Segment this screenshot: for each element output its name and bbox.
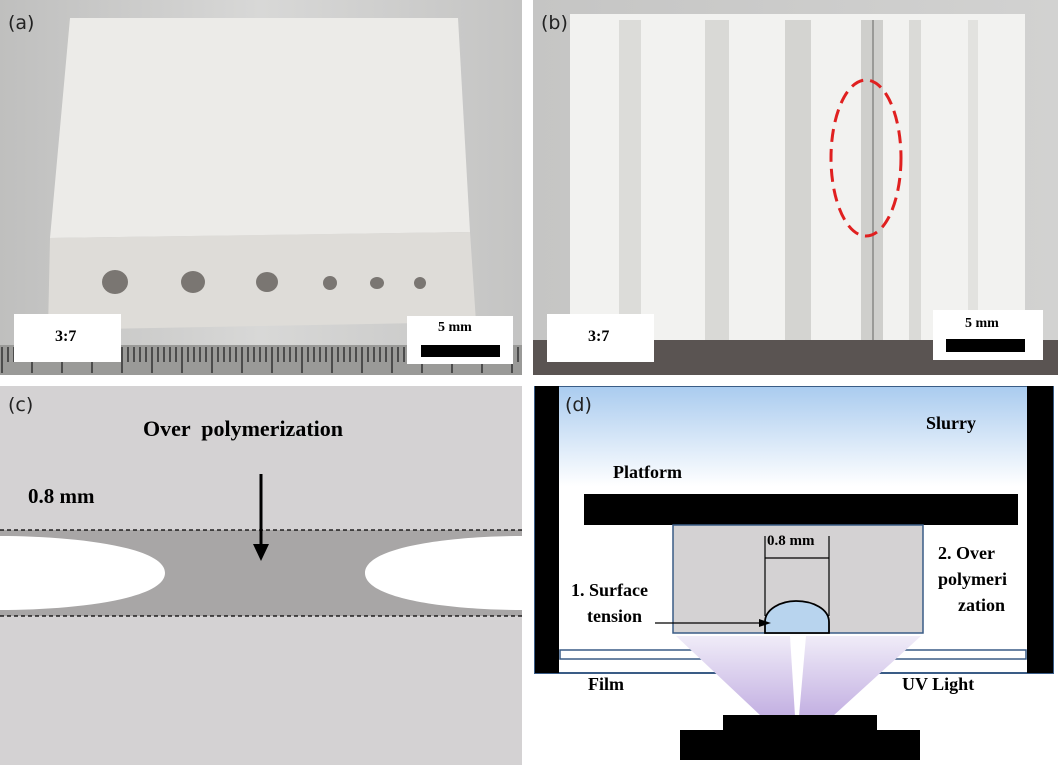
hole — [370, 277, 384, 289]
over-polymerization-label-3: zation — [958, 595, 1005, 615]
panel-c-title: Over polymerization — [143, 416, 343, 441]
scale-bar — [421, 345, 500, 357]
groove — [968, 20, 978, 340]
over-polymerization-label-1: 2. Over — [938, 543, 995, 563]
vat-wall-left — [535, 386, 559, 673]
panel-d-diagram — [534, 386, 1054, 760]
light-source — [723, 715, 877, 730]
panel-c: (c) Over polymerization 0.8 mm — [0, 386, 522, 765]
groove — [909, 20, 921, 340]
arrow-down-icon — [253, 544, 269, 561]
groove — [619, 20, 641, 340]
hole — [102, 270, 128, 294]
printer-base — [680, 730, 920, 760]
groove — [785, 20, 811, 340]
scale-bar — [946, 339, 1025, 352]
panel-d: (d) Slurry Platform 0.8 mm 1. Surface te… — [533, 386, 1058, 765]
crack-highlight — [829, 78, 903, 238]
surface-tension-label-1: 1. Surface — [571, 580, 648, 600]
panel-a: (a) 3:7 5 mm — [0, 0, 522, 375]
vat-wall-right — [1027, 386, 1053, 673]
slurry-label: Slurry — [926, 413, 977, 433]
panel-c-label: (c) — [8, 394, 34, 416]
panel-a-label: (a) — [8, 12, 35, 34]
panel-a-photo — [0, 0, 522, 375]
gap-label: 0.8 mm — [28, 484, 95, 508]
ratio-label: 3:7 — [588, 328, 610, 345]
scale-bar-label: 5 mm — [965, 316, 999, 331]
over-polymerization-label-2: polymeri — [938, 569, 1007, 589]
panel-d-label: (d) — [565, 394, 592, 416]
hole — [256, 272, 278, 292]
surface-tension-label-2: tension — [587, 606, 643, 626]
scale-bar-label: 5 mm — [438, 320, 472, 335]
film-label: Film — [588, 674, 624, 694]
hole — [323, 276, 337, 290]
arrow-right-icon — [759, 619, 771, 627]
platform-label: Platform — [613, 462, 682, 482]
polymerized-region — [0, 530, 522, 616]
channel-width-label: 0.8 mm — [767, 533, 815, 549]
panel-b-photo — [533, 0, 1058, 375]
surface-tension-meniscus — [764, 600, 830, 634]
panel-b: (b) 3:7 5 mm — [533, 0, 1058, 375]
ratio-label: 3:7 — [55, 328, 77, 345]
platform — [584, 494, 1018, 525]
panel-c-diagram — [0, 474, 522, 617]
groove — [705, 20, 729, 340]
hole — [414, 277, 426, 289]
panel-b-label: (b) — [541, 12, 568, 34]
ceramic-block-top — [50, 18, 470, 238]
uv-light-label: UV Light — [902, 674, 975, 694]
hole — [181, 271, 205, 293]
